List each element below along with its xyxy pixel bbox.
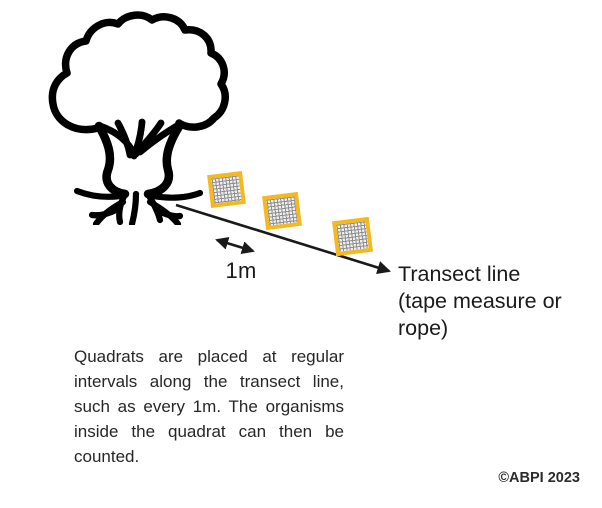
tree-canopy-icon: [48, 11, 229, 134]
quadrat-grid-mesh: [211, 175, 242, 204]
quadrat-grid-mesh: [336, 221, 369, 252]
tree-trunk-icon: [94, 120, 185, 199]
transect-line-label: Transect line (tape measure or rope): [398, 261, 598, 342]
scale-label-1m: 1m: [225, 258, 257, 283]
description-paragraph: Quadrats are placed at regular intervals…: [74, 344, 344, 469]
quadrat-2: [262, 191, 302, 231]
tree-roots-icon: [73, 187, 204, 225]
quadrat-3: [332, 216, 373, 257]
transect-label-line-1: Transect line: [398, 262, 521, 286]
quadrat-grid-mesh: [266, 196, 298, 226]
quadrat-1: [207, 170, 246, 209]
scale-arrow: [215, 237, 255, 254]
tree-illustration: [48, 11, 229, 225]
transect-label-line-2: (tape measure or: [398, 289, 562, 313]
description-text: Quadrats are placed at regular intervals…: [74, 347, 344, 466]
transect-label-line-3: rope): [398, 316, 449, 340]
copyright-notice: ©ABPI 2023: [498, 470, 580, 486]
